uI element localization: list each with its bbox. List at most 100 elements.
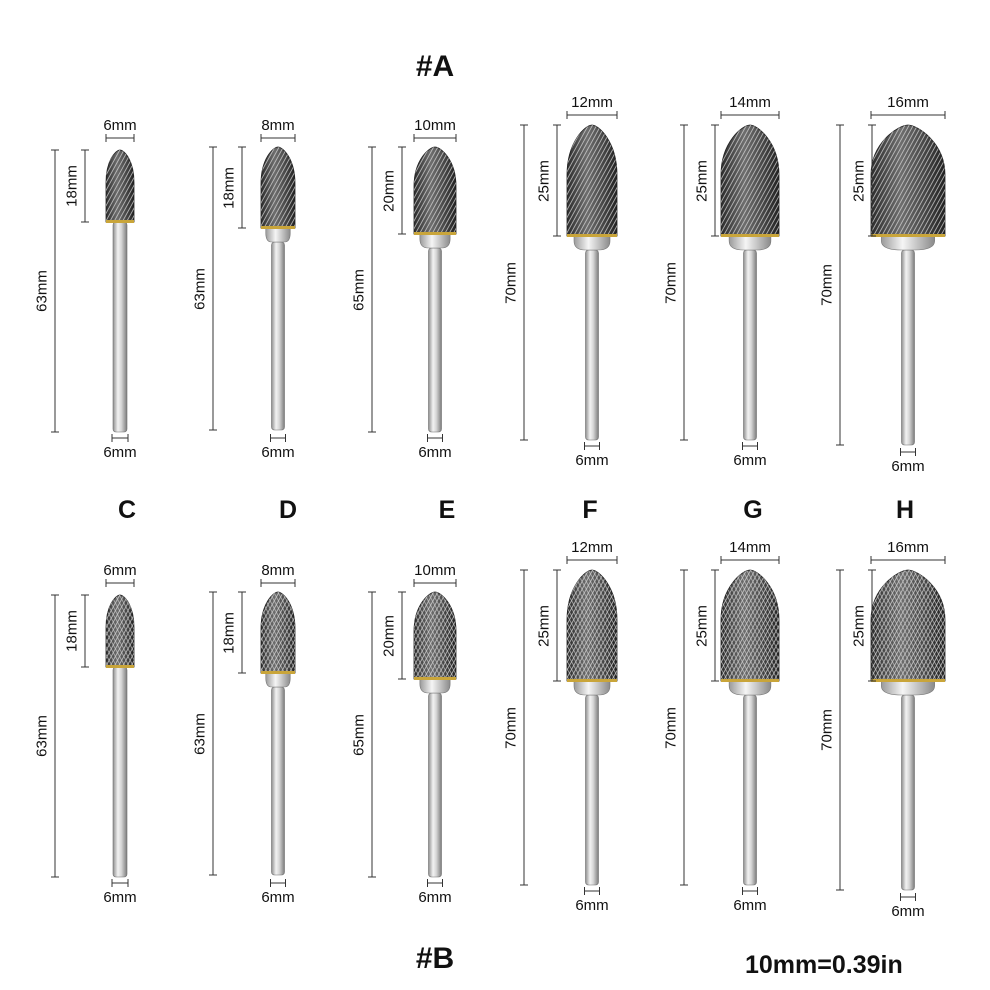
set-b-burr-5-shank-diameter-label: 6mm [733, 897, 767, 914]
dimension-lines [836, 111, 946, 456]
set-a-burr-1 [51, 134, 135, 442]
set-b-burr-4-total-length-label: 70mm [502, 706, 520, 749]
neck [265, 227, 291, 243]
column-letter-f: F [582, 496, 598, 524]
set-a-burr-6-shank-diameter-label: 6mm [891, 458, 925, 475]
braze-ring [261, 671, 295, 674]
column-letter-d: D [278, 496, 298, 524]
flutes [414, 592, 456, 679]
unit-conversion-note: 10mm=0.39in [745, 951, 903, 979]
set-b-burr-5-total-length-label: 70mm [662, 706, 680, 749]
set-a-burr-6 [836, 111, 946, 456]
dimension-lines [520, 111, 618, 450]
flutes [871, 125, 945, 236]
neck [573, 680, 611, 696]
set-b-burr-2 [209, 579, 296, 887]
braze-ring [871, 234, 945, 237]
flutes [721, 570, 779, 681]
set-b-burr-3-total-length-label: 65mm [350, 713, 368, 756]
set-a-burr-6-head-length-label: 25mm [850, 159, 868, 202]
braze-ring [106, 665, 134, 668]
set-b-burr-2-head-diameter-label: 8mm [261, 562, 295, 579]
set-a-burr-6-total-length-label: 70mm [818, 264, 836, 306]
set-b-burr-1 [51, 579, 135, 887]
set-b-burr-2-head-length-label: 18mm [220, 611, 238, 654]
shank [585, 694, 599, 886]
set-b-burr-3-head-diameter-label: 10mm [414, 562, 456, 579]
set-a-burr-1-shank-diameter-label: 6mm [103, 444, 137, 461]
set-b-burr-2-total-length-label: 63mm [191, 712, 209, 755]
set-a-burr-2-shank-diameter-label: 6mm [261, 444, 295, 461]
set-b-burr-3-head-length-label: 20mm [380, 614, 398, 657]
set-a-burr-4-head-diameter-label: 12mm [571, 94, 613, 111]
neck [419, 678, 451, 694]
neck [419, 233, 451, 249]
shank [901, 249, 915, 446]
dimension-lines [680, 556, 780, 895]
set-a-burr-2-head-length-label: 18mm [220, 166, 238, 209]
dimension-lines [51, 134, 135, 442]
shank [743, 694, 757, 886]
braze-ring [567, 234, 617, 237]
neck [265, 672, 291, 688]
set-b-burr-4-shank-diameter-label: 6mm [575, 897, 609, 914]
shank [271, 686, 285, 876]
shank [428, 247, 442, 433]
shank [271, 241, 285, 431]
braze-ring [414, 677, 456, 680]
set-b-burr-4-head-diameter-label: 12mm [571, 539, 613, 556]
shank [901, 694, 915, 891]
set-a-burr-6-head-diameter-label: 16mm [887, 94, 929, 111]
flutes [106, 595, 134, 667]
dimension-lines [368, 579, 457, 887]
shank [585, 249, 599, 441]
set-a-burr-5-shank-diameter-label: 6mm [733, 452, 767, 469]
dimension-lines [209, 579, 296, 887]
set-a-burr-5 [680, 111, 780, 450]
column-letter-h: H [895, 496, 915, 524]
set-b-burr-1-head-length-label: 18mm [63, 610, 81, 652]
set-a-burr-5-head-diameter-label: 14mm [729, 94, 771, 111]
column-letter-g: G [743, 496, 763, 524]
set-a-burr-1-head-length-label: 18mm [63, 165, 81, 207]
set-a-burr-4 [520, 111, 618, 450]
braze-ring [721, 679, 779, 682]
neck [728, 235, 772, 251]
flutes [567, 125, 617, 236]
column-letter-e: E [438, 496, 456, 524]
set-b-burr-1-total-length-label: 63mm [33, 715, 51, 757]
set-b-burr-5 [680, 556, 780, 895]
set-a-burr-1-head-diameter-label: 6mm [103, 117, 137, 134]
neck [881, 235, 935, 251]
dimension-lines [209, 134, 296, 442]
braze-ring [261, 226, 295, 229]
set-a-burr-4-shank-diameter-label: 6mm [575, 452, 609, 469]
set-a-burr-5-total-length-label: 70mm [662, 261, 680, 304]
column-letter-c: C [117, 496, 137, 524]
set-a-burr-5-head-length-label: 25mm [693, 159, 711, 202]
set-a-burr-2 [209, 134, 296, 442]
set-b-burr-1-shank-diameter-label: 6mm [103, 889, 137, 906]
neck [573, 235, 611, 251]
set-a-burr-3-head-length-label: 20mm [380, 169, 398, 212]
set-a-burr-3-head-diameter-label: 10mm [414, 117, 456, 134]
set-a-burr-4-head-length-label: 25mm [535, 159, 553, 202]
set-b-burr-6 [836, 556, 946, 901]
shank [112, 666, 128, 878]
dimension-lines [520, 556, 618, 895]
dimension-lines [680, 111, 780, 450]
shank [112, 221, 128, 433]
shank [428, 692, 442, 878]
set-a-header: #A [415, 50, 455, 83]
braze-ring [106, 220, 134, 223]
set-a-burr-4-total-length-label: 70mm [502, 261, 520, 304]
dimension-lines [368, 134, 457, 442]
braze-ring [567, 679, 617, 682]
set-b-burr-4-head-length-label: 25mm [535, 604, 553, 647]
braze-ring [721, 234, 779, 237]
set-b-burr-6-shank-diameter-label: 6mm [891, 903, 925, 920]
shank [743, 249, 757, 441]
set-b-burr-5-head-diameter-label: 14mm [729, 539, 771, 556]
